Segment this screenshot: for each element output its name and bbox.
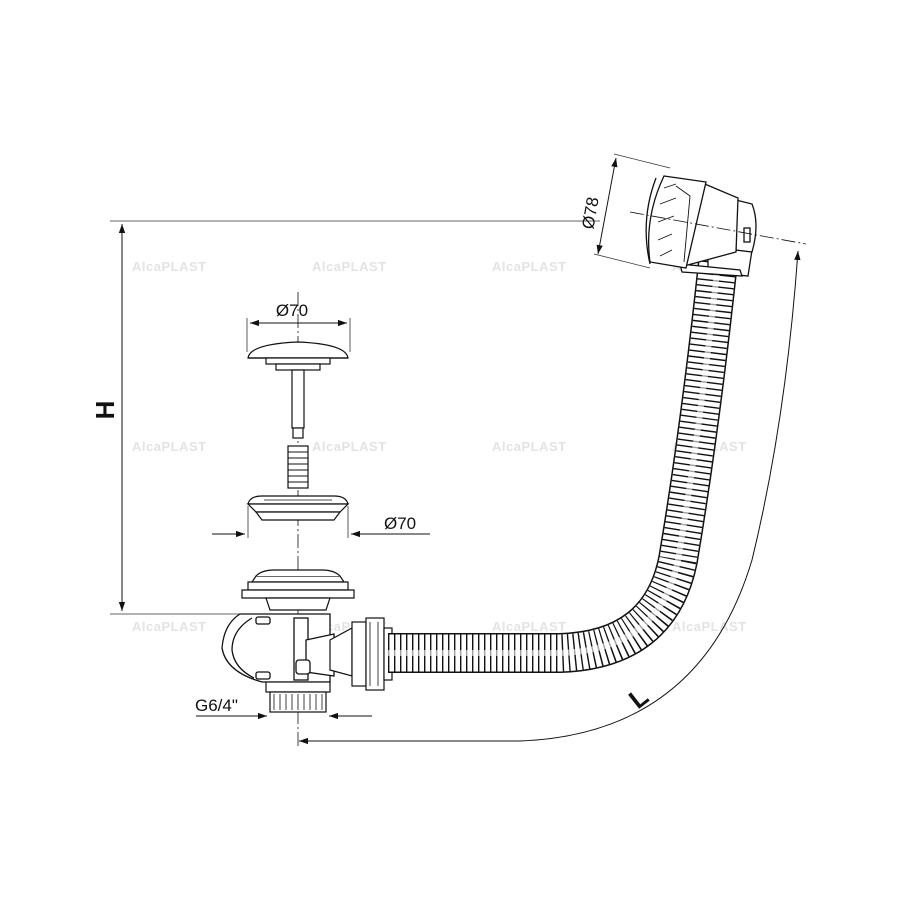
watermark: AlcaPLAST bbox=[492, 619, 567, 634]
drain-body bbox=[221, 613, 335, 683]
plug-stopper bbox=[247, 341, 349, 489]
watermark: AlcaPLAST bbox=[492, 439, 567, 454]
watermark: AlcaPLAST bbox=[132, 439, 207, 454]
watermark: AlcaPLAST bbox=[312, 259, 387, 274]
watermark: AlcaPLAST bbox=[312, 439, 387, 454]
overflow-axis bbox=[629, 211, 807, 245]
watermark: AlcaPLAST bbox=[132, 619, 207, 634]
plug-diameter-label: Ø70 bbox=[276, 301, 308, 320]
corrugated-hose bbox=[388, 259, 738, 673]
watermark: AlcaPLAST bbox=[672, 619, 747, 634]
length-label: L bbox=[623, 681, 654, 714]
length-dimension-line bbox=[299, 250, 801, 745]
watermark: AlcaPLAST bbox=[132, 259, 207, 274]
overflow-head bbox=[645, 175, 757, 277]
grate-diameter-label: Ø70 bbox=[384, 514, 416, 533]
overflow-diameter-line bbox=[596, 157, 618, 255]
watermark: AlcaPLAST bbox=[492, 259, 567, 274]
drain-flange bbox=[241, 569, 355, 611]
overflow-diameter-label: Ø78 bbox=[578, 196, 602, 231]
height-label: H bbox=[90, 401, 120, 420]
thread-label: G6/4" bbox=[195, 696, 238, 715]
drain-grate bbox=[246, 495, 350, 521]
height-dimension: H bbox=[90, 220, 600, 615]
thread-connector bbox=[265, 681, 331, 713]
